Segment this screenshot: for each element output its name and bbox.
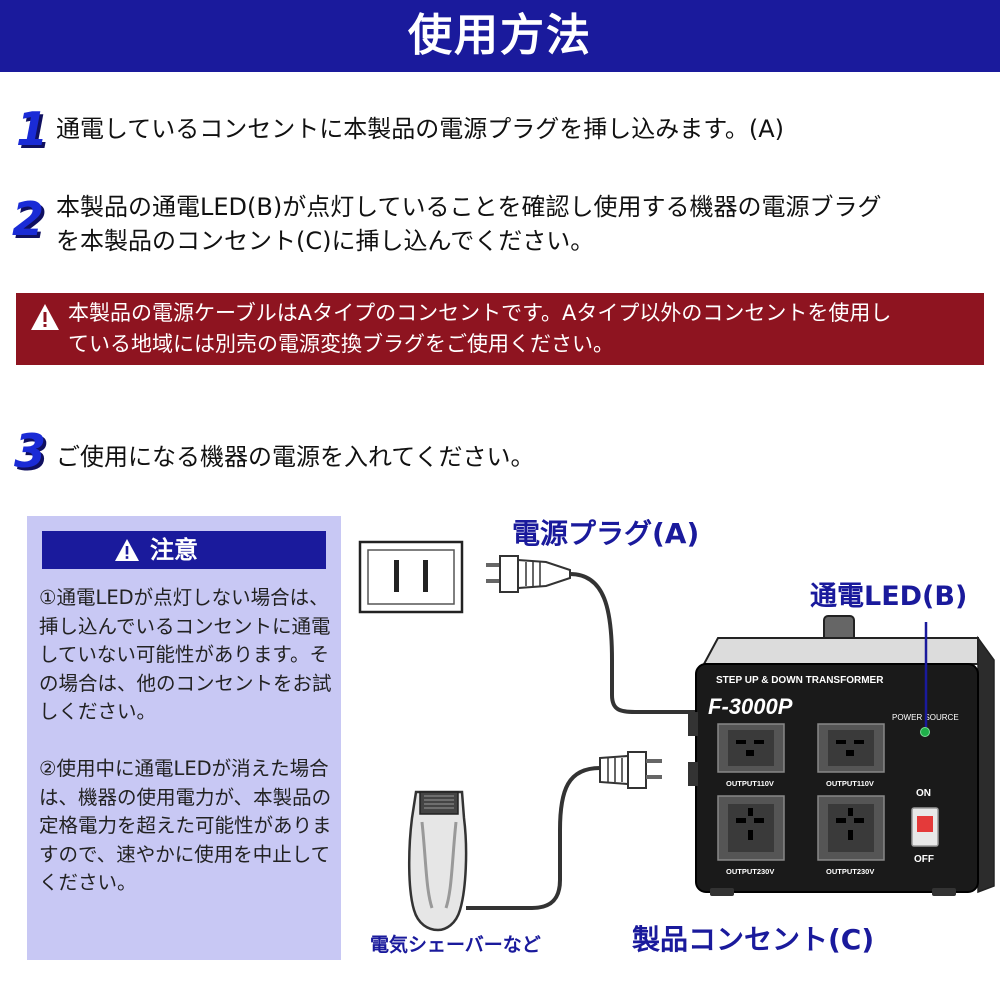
step-1-text: 通電しているコンセントに本製品の電源プラグを挿し込みます。(A) xyxy=(56,112,986,146)
warning-text: 本製品の電源ケーブルはAタイプのコンセントです。Aタイプ以外のコンセントを使用し… xyxy=(68,298,978,360)
switch-on-label: ON xyxy=(916,788,931,799)
warning-bar: 本製品の電源ケーブルはAタイプのコンセントです。Aタイプ以外のコンセントを使用し… xyxy=(16,293,984,365)
header-bar: 使用方法 xyxy=(0,0,1000,72)
step-2-number: 2 xyxy=(12,192,45,246)
step-3-number: 3 xyxy=(14,424,47,478)
warning-line-1: 本製品の電源ケーブルはAタイプのコンセントです。Aタイプ以外のコンセントを使用し xyxy=(68,301,892,325)
shaver-label: 電気シェーバーなど xyxy=(370,934,541,956)
device-cable xyxy=(466,766,601,910)
switch-off-label: OFF xyxy=(914,854,934,865)
output-230v-left-label: OUTPUT230V xyxy=(726,867,774,876)
power-plug-icon xyxy=(486,555,571,593)
shaver-icon xyxy=(407,790,468,932)
step-2-text: 本製品の通電LED(B)が点灯していることを確認し使用する機器の電源ブラグ を本… xyxy=(56,190,986,258)
note-paragraph-1: ①通電LEDが点灯しない場合は、挿し込んでいるコンセントに通電していない可能性が… xyxy=(39,586,332,723)
outlet-230v-right xyxy=(817,795,885,861)
outlet-110v-right xyxy=(817,723,885,773)
device-plug-icon xyxy=(599,751,662,789)
connection-illustration: STEP UP & DOWN TRANSFORMER F-3000P POWER… xyxy=(358,540,995,932)
note-paragraph-2: ②使用中に通電LEDが消えた場合は、機器の使用電力が、本製品の定格電力を超えた可… xyxy=(39,757,332,894)
power-switch xyxy=(911,807,939,847)
page-title: 使用方法 xyxy=(408,10,592,61)
note-title: 注意 xyxy=(150,536,198,564)
step-3-line-1: ご使用になる機器の電源を入れてください。 xyxy=(56,443,535,471)
device-model: F-3000P xyxy=(708,694,793,719)
output-110v-right-label: OUTPUT110V xyxy=(826,779,874,788)
led-label: 通電LED(B) xyxy=(810,581,968,612)
outlet-110v-left xyxy=(717,723,785,773)
step-1-number: 1 xyxy=(16,102,49,156)
power-led-indicator xyxy=(920,727,930,737)
power-cable xyxy=(569,572,702,714)
wall-socket-icon xyxy=(358,540,464,614)
step-2-line-2: を本製品のコンセント(C)に挿し込んでください。 xyxy=(56,227,595,255)
output-230v-right-label: OUTPUT230V xyxy=(826,867,874,876)
step-1-line-1: 通電しているコンセントに本製品の電源プラグを挿し込みます。(A) xyxy=(56,115,785,143)
warning-triangle-icon xyxy=(115,539,139,561)
device-top-label: STEP UP & DOWN TRANSFORMER xyxy=(716,675,884,686)
transformer-unit: STEP UP & DOWN TRANSFORMER F-3000P POWER… xyxy=(688,615,995,896)
outlet-230v-left xyxy=(717,795,785,861)
step-3-text: ご使用になる機器の電源を入れてください。 xyxy=(56,440,986,474)
outlet-label: 製品コンセント(C) xyxy=(632,923,875,956)
step-2-line-1: 本製品の通電LED(B)が点灯していることを確認し使用する機器の電源ブラグ xyxy=(56,193,882,221)
note-header: 注意 xyxy=(42,531,326,569)
plug-label: 電源プラグ(A) xyxy=(512,517,700,550)
output-110v-left-label: OUTPUT110V xyxy=(726,779,774,788)
warning-triangle-icon xyxy=(31,304,59,330)
note-box: 注意 ①通電LEDが点灯しない場合は、挿し込んでいるコンセントに通電していない可… xyxy=(27,516,341,960)
note-body: ①通電LEDが点灯しない場合は、挿し込んでいるコンセントに通電していない可能性が… xyxy=(39,584,337,926)
warning-line-2: ている地域には別売の電源変換ブラグをご使用ください。 xyxy=(68,332,614,356)
